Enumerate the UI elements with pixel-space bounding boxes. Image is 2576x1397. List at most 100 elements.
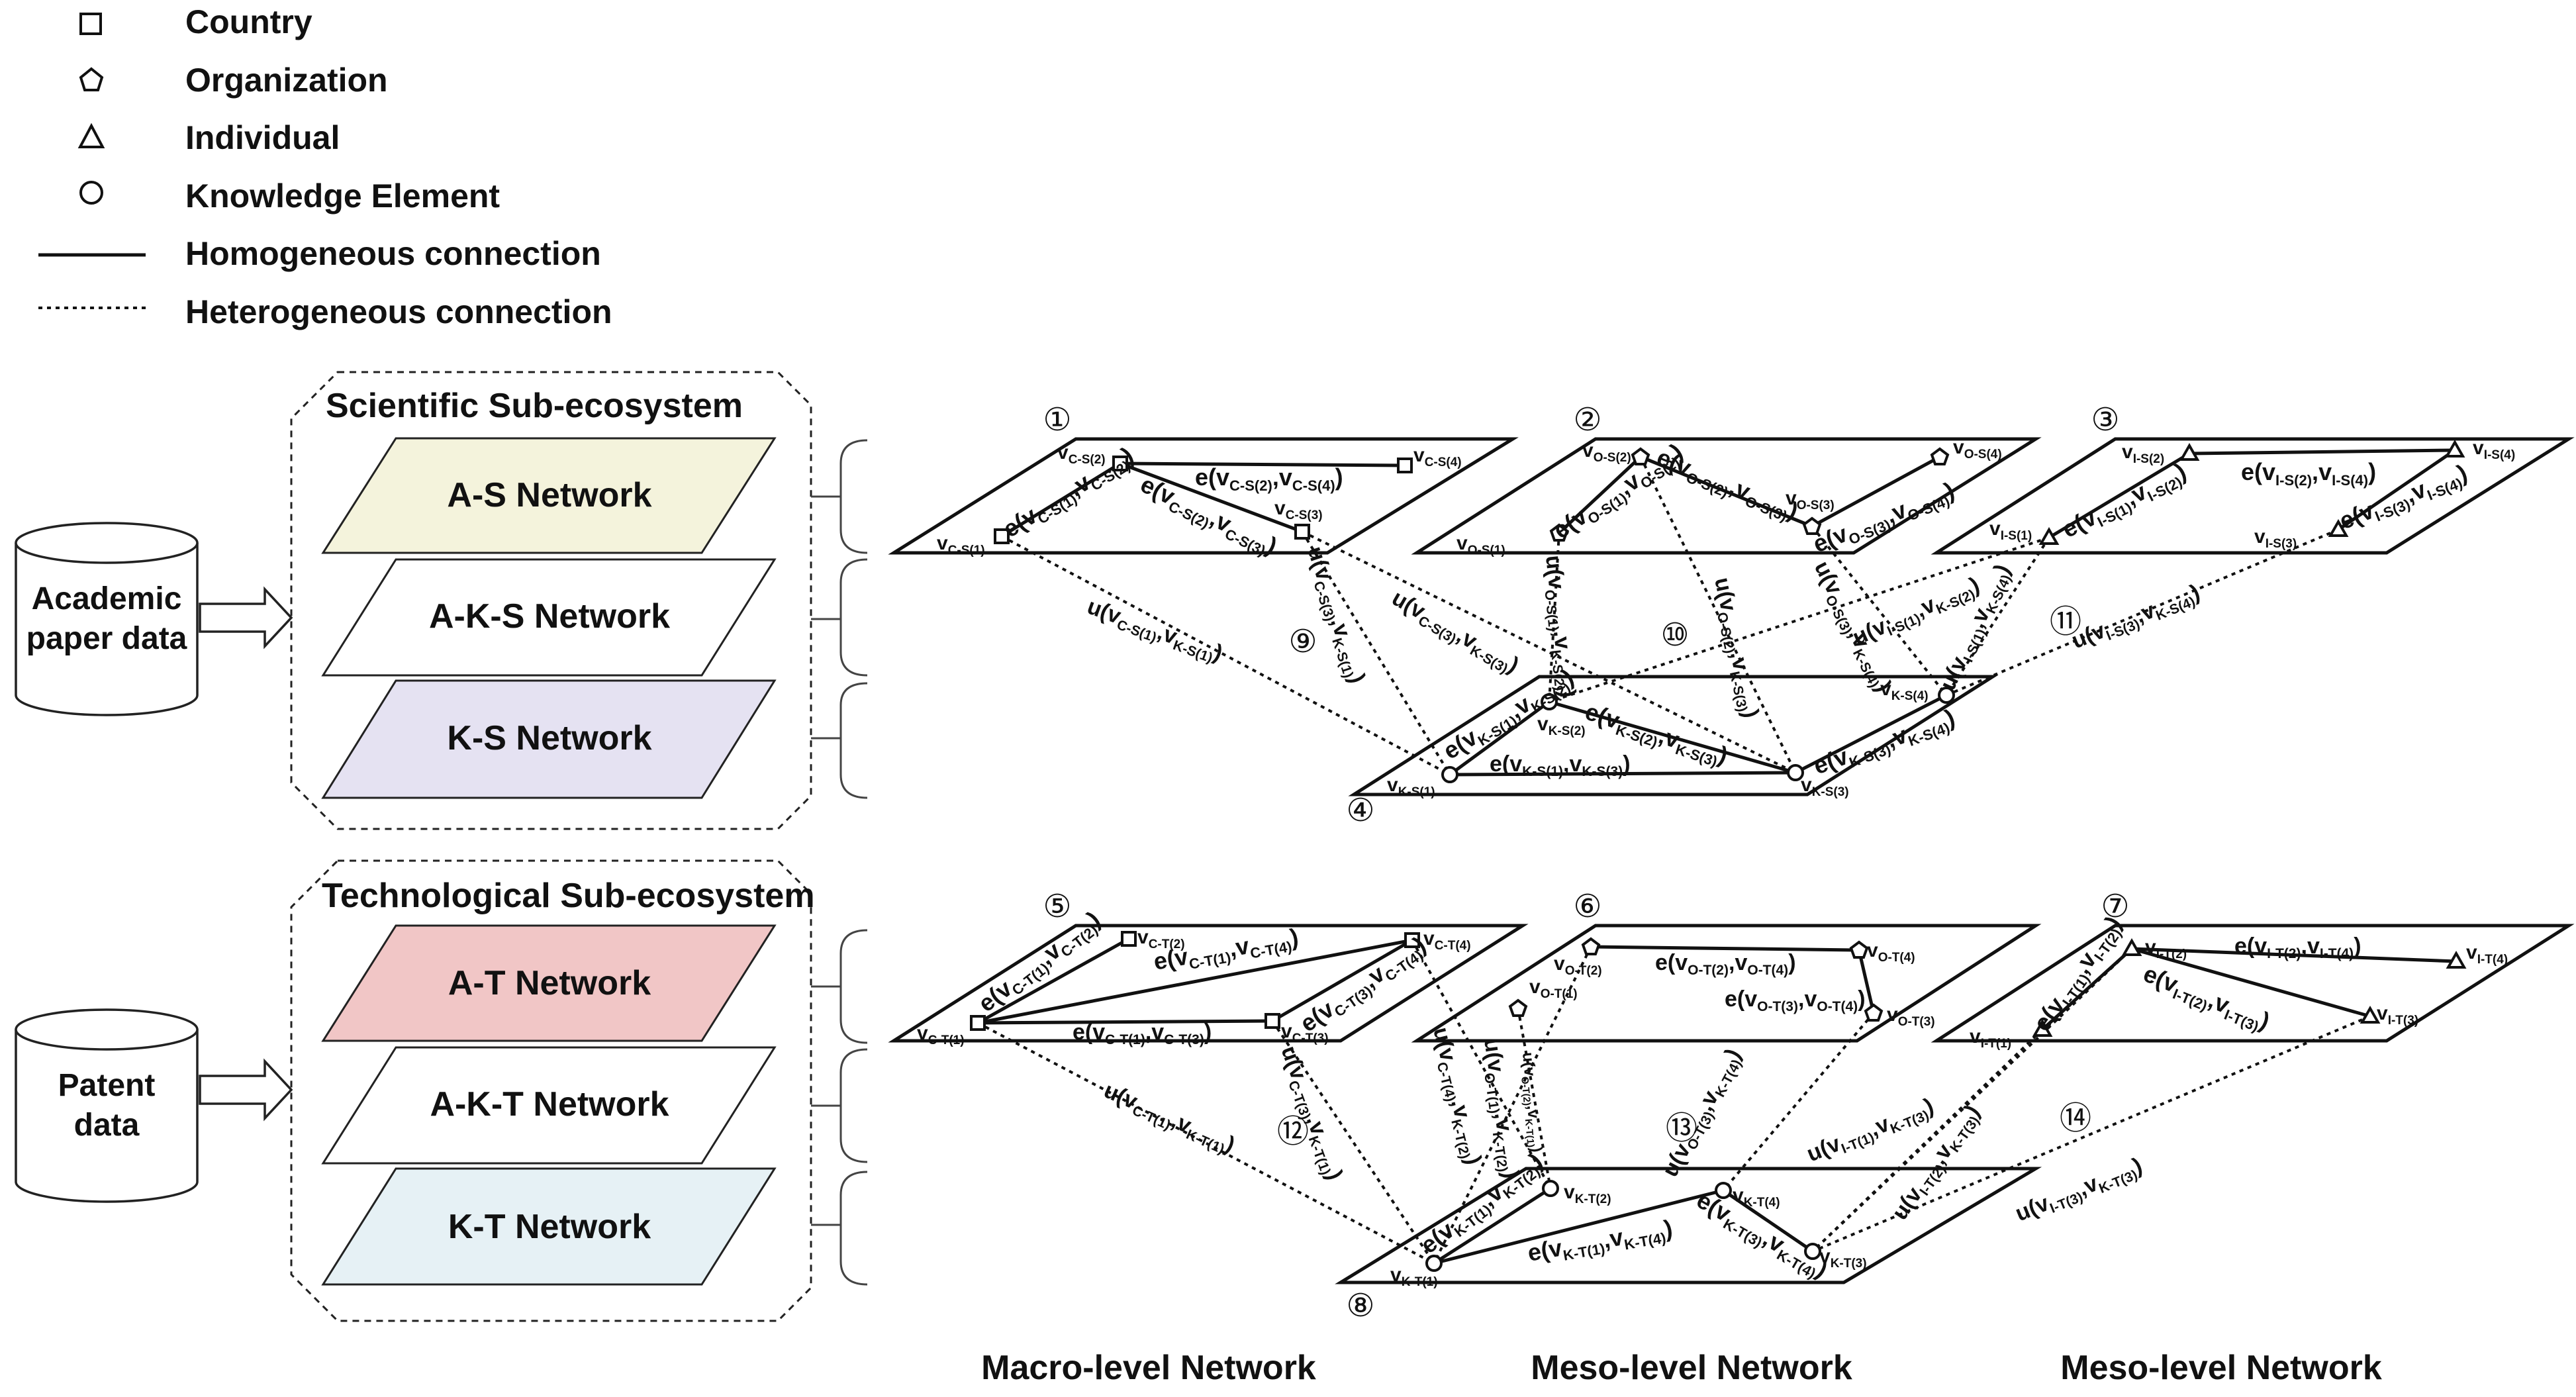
network-planes <box>888 437 2575 1284</box>
edge-label-u_os2ks3: u(vO-S(2)​,vK-S(3)​) <box>1707 575 1764 721</box>
edge-label-u_ct4kt2: u(vC-T(4)​,vK-T(2)​) <box>1425 1025 1486 1168</box>
node-is1-triangle-icon <box>2038 526 2060 545</box>
technological-sub-ecosystem: Technological Sub-ecosystem A-T Network … <box>290 859 815 1322</box>
node-label-ks4: vK-S(4)​ <box>1880 678 1929 703</box>
node-label-is3: vI-S(3)​ <box>2254 526 2297 551</box>
region-marker-7: ⑦ <box>2101 889 2129 924</box>
node-ot4-pentagon-icon <box>1849 940 1869 959</box>
node-is3-triangle-icon <box>2328 518 2349 537</box>
ot-plane <box>1411 924 2042 1043</box>
akt-network-layer <box>321 1046 777 1165</box>
edge-is1-is2 <box>2048 452 2191 540</box>
node-label-os4: vO-S(4)​ <box>1953 436 2002 461</box>
technological-title: Technological Sub-ecosystem <box>322 877 815 915</box>
legend-knowledge-icon <box>79 181 103 205</box>
node-label-is4: vI-S(4)​ <box>2473 437 2515 462</box>
edge-label-u_ot2kt1: u(vO-T(2)​,vK-T(1)​) <box>1517 1051 1545 1153</box>
academic-paper-database: Academic paper data <box>15 522 199 716</box>
edge-ks1-ks3 <box>1449 771 1796 777</box>
edge-label-u_cs1ks1: u(vC-S(1)​,vK-S(1)​) <box>1083 594 1226 669</box>
edge-ks1-ks2 <box>1449 700 1550 777</box>
node-label-it3: vI-T(3)​ <box>2377 1002 2418 1028</box>
edge-cs2-cs4 <box>1120 461 1406 467</box>
patent-label-line2: data <box>74 1108 140 1143</box>
edge-label-u_ct3kt1: u(vC-T(3)​,vK-T(1)​) <box>1274 1043 1348 1184</box>
node-os3-pentagon-icon <box>1802 516 1822 535</box>
network-edges <box>977 448 2457 1265</box>
link-is1-ks2 <box>1549 536 2050 703</box>
patent-database: Patent data <box>15 1008 199 1203</box>
edge-label-e_ot34: e(vO-T(3)​,vO-T(4)​) <box>1725 987 1866 1014</box>
node-ct3-square-icon <box>1264 1013 1280 1029</box>
node-it4-triangle-icon <box>2446 950 2467 969</box>
edge-label-u_it1kt3: u(vI-T(1)​,vK-T(3)​) <box>1803 1093 1938 1169</box>
region-marker-11: ⑪ <box>2050 604 2081 640</box>
akt-network-label: A-K-T Network <box>430 1085 669 1124</box>
edge-os2-os3 <box>1640 455 1813 528</box>
node-ct1-square-icon <box>970 1015 986 1031</box>
node-label-ot2: vO-T(2)​ <box>1554 953 1602 978</box>
braces <box>811 439 868 1286</box>
node-os4-pentagon-icon <box>1930 447 1950 465</box>
node-label-os2: vO-S(2)​ <box>1582 440 1631 465</box>
academic-label-line1: Academic <box>32 581 182 616</box>
region-marker-14: ⑭ <box>2060 1101 2091 1136</box>
region-marker-1: ① <box>1043 403 1071 438</box>
aks-network-layer <box>321 558 777 677</box>
node-label-ct4: vC-T(4)​ <box>1423 928 1471 953</box>
academic-arrow-icon <box>199 586 293 650</box>
node-label-is2: vI-S(2)​ <box>2122 441 2164 466</box>
macro-level-label: Macro-level Network <box>981 1349 1316 1387</box>
scientific-sub-ecosystem: Scientific Sub-ecosystem A-S Network A-K… <box>290 371 812 830</box>
node-is4-triangle-icon <box>2444 439 2465 458</box>
edge-it2-it3 <box>2131 947 2371 1018</box>
region-marker-9: ⑨ <box>1288 624 1317 659</box>
edge-ks2-ks3 <box>1549 700 1796 775</box>
as-network-layer <box>321 437 777 554</box>
link-ot2-kt1 <box>1433 946 1592 1264</box>
link-it1-kt3 <box>1811 1028 2044 1253</box>
patent-arrow-icon <box>199 1058 293 1122</box>
edge-label-u_is1ks2: u(vI-S(1)​,vK-S(2)​) <box>1849 572 1984 653</box>
edge-cs2-cs3 <box>1120 461 1303 534</box>
node-it1-triangle-icon <box>2032 1018 2053 1037</box>
edge-is3-is4 <box>2337 448 2456 532</box>
node-cs4-square-icon <box>1397 458 1413 473</box>
edge-label-e_cs24: e(vC-S(2)​,vC-S(4)​) <box>1195 463 1343 494</box>
node-label-kt1: vK-T(1)​ <box>1390 1264 1438 1289</box>
legend-individual-label: Individual <box>185 119 340 156</box>
node-it3-triangle-icon <box>2360 1005 2381 1024</box>
edge-label-e_ct13: e(vC-T(1)​,vC-T(3)​) <box>1073 1020 1212 1047</box>
node-cs2-square-icon <box>1112 456 1128 471</box>
node-ct2-square-icon <box>1121 931 1137 947</box>
is-plane <box>1931 437 2575 555</box>
edge-kt1-kt4 <box>1433 1188 1724 1265</box>
legend: Country Organization Individual Knowledg… <box>38 3 612 330</box>
node-label-it4: vI-T(4)​ <box>2466 941 2508 967</box>
region-marker-5: ⑤ <box>1043 889 1071 924</box>
edge-ct1-ct4 <box>977 938 1413 1025</box>
node-os1-pentagon-icon <box>1549 523 1569 542</box>
network-labels: vC-S(1)​vC-S(2)​vC-S(3)​vC-S(4)​vO-S(1)​… <box>917 436 2515 1289</box>
edge-kt1-kt2 <box>1433 1186 1552 1265</box>
edge-ot2-ot4 <box>1590 945 1860 952</box>
region-marker-6: ⑥ <box>1573 889 1601 924</box>
node-ct4-square-icon <box>1404 932 1420 948</box>
node-ks2-circle-icon <box>1541 693 1558 710</box>
edge-label-u_it3kt3: u(vI-T(3)​,vK-T(3)​) <box>2012 1153 2147 1229</box>
node-kt3-circle-icon <box>1804 1243 1821 1260</box>
kt-plane <box>1335 1167 2042 1284</box>
node-ot3-pentagon-icon <box>1864 1003 1884 1022</box>
edge-label-e_is24: e(vI-S(2)​,vI-S(4)​) <box>2241 458 2376 489</box>
region-marker-10: ⑩ <box>1660 618 1689 653</box>
edge-label-u_ct1kt1: u(vC-T(1)​,vK-T(1)​) <box>1099 1078 1239 1161</box>
kt-network-layer <box>321 1167 777 1286</box>
legend-organization-label: Organization <box>185 62 388 99</box>
edge-label-u_cs3ks1: u(vC-S(3)​,vK-S(1)​) <box>1300 544 1370 687</box>
edge-cs1-cs2 <box>1000 461 1121 538</box>
edge-label-e_ks13: e(vK-S(1)​,vK-S(3)​) <box>1490 751 1631 779</box>
meso-level-label-2: Meso-level Network <box>2060 1349 2382 1387</box>
edge-kt3-kt4 <box>1722 1188 1814 1253</box>
at-network-label: A-T Network <box>448 964 651 1002</box>
